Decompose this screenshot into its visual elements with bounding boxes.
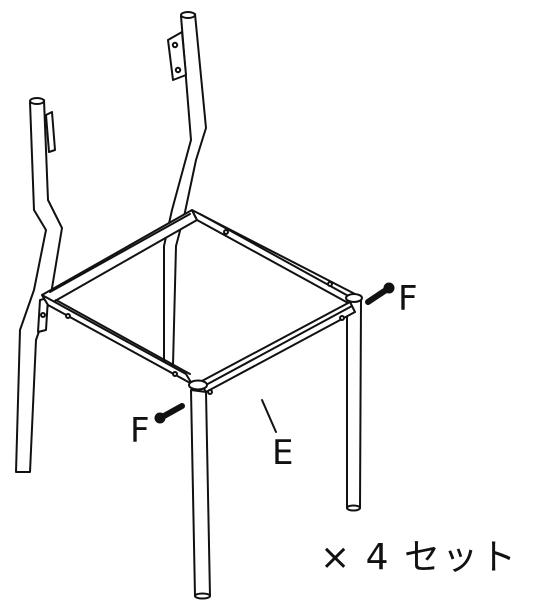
back-leg-rear <box>163 11 207 366</box>
seat-frame-e <box>41 209 363 395</box>
leader-line-e <box>261 399 277 433</box>
quantity-label: × 4 セット <box>320 537 518 578</box>
bolt-f-right <box>365 282 395 305</box>
leg-right-rear <box>346 299 362 512</box>
back-leg-left <box>15 97 63 473</box>
leg-front <box>190 389 211 600</box>
frame-label-e: E <box>272 433 294 473</box>
bolt-f-left <box>154 403 185 424</box>
bolt-label-f-right: F <box>398 279 418 319</box>
bolt-label-f-left: F <box>130 411 150 451</box>
